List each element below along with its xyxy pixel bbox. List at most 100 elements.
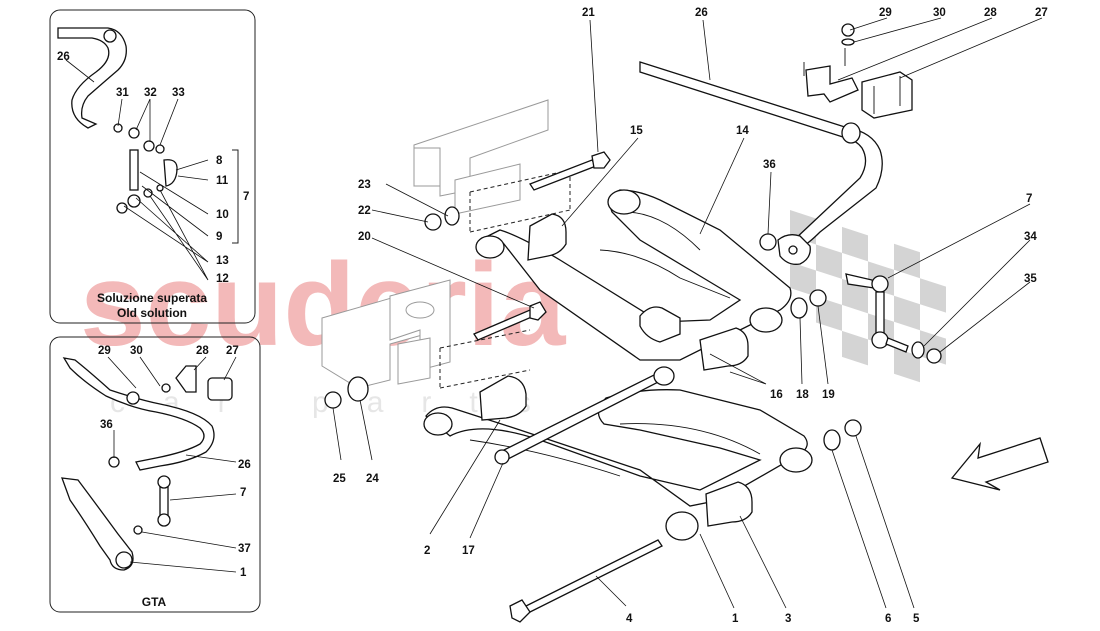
inset-old-solution: 26 31 32 33 8 11 7 10 9 13 12 Soluzione … xyxy=(49,9,256,324)
drop-link-stud-bottom xyxy=(885,337,909,353)
old-label-7: 7 xyxy=(243,191,249,203)
label-3: 3 xyxy=(785,613,791,625)
gta-label-29: 29 xyxy=(98,345,111,357)
old-nut-small xyxy=(155,144,165,154)
inset-gta: 29 30 28 27 36 26 7 37 1 GTA xyxy=(49,336,261,613)
anti-roll-bar-bush xyxy=(841,122,861,144)
top-nut xyxy=(841,23,855,37)
old-bar-end xyxy=(103,29,117,43)
tie-rod-end xyxy=(653,366,675,386)
bolt-4-head xyxy=(509,599,531,623)
label-35: 35 xyxy=(1024,273,1037,285)
label-5: 5 xyxy=(913,613,920,625)
washer-34 xyxy=(911,341,925,359)
label-15: 15 xyxy=(630,125,643,137)
gta-wishbone xyxy=(61,477,134,571)
washer-23 xyxy=(444,206,460,226)
upper-bush-mid xyxy=(639,306,681,343)
upper-bush-15 xyxy=(527,213,567,261)
old-bush xyxy=(128,127,140,139)
upper-wishbone xyxy=(479,189,792,361)
label-7: 7 xyxy=(1026,193,1032,205)
nut-19 xyxy=(809,289,827,307)
label-17: 17 xyxy=(462,545,475,557)
bolt-20-head xyxy=(529,301,547,321)
upper-wishbone-front-eye xyxy=(607,189,641,215)
bar-rubber-bush xyxy=(861,71,913,119)
lower-wishbone-rear-eye xyxy=(779,447,813,473)
gta-label-28: 28 xyxy=(196,345,209,357)
washer-18 xyxy=(790,297,808,319)
inset-gta-frame xyxy=(49,336,261,613)
washer-24 xyxy=(347,376,369,402)
label-20: 20 xyxy=(358,231,371,243)
label-22: 22 xyxy=(358,205,371,217)
old-label-33: 33 xyxy=(172,87,185,99)
upper-mount-dashes xyxy=(469,169,571,233)
top-washer xyxy=(841,38,855,46)
anti-roll-bar-eye-hole xyxy=(788,245,798,255)
bolt-21-shank xyxy=(529,159,597,191)
label-30: 30 xyxy=(933,7,946,19)
upper-wishbone-inner-eye xyxy=(475,235,505,259)
bar-clamp-bracket xyxy=(805,65,859,103)
chassis-plate xyxy=(397,337,431,385)
label-19: 19 xyxy=(822,389,835,401)
gta-label-37: 37 xyxy=(238,543,251,555)
gta-label-1: 1 xyxy=(240,567,247,579)
nut-35 xyxy=(926,348,942,364)
old-anti-roll-bar xyxy=(57,27,127,129)
main-leader-lines xyxy=(332,17,1043,609)
old-link-rod xyxy=(129,149,139,191)
lower-bush-3 xyxy=(705,481,753,527)
gta-anti-roll-bar xyxy=(62,357,215,471)
old-lower-washer xyxy=(116,202,128,214)
old-label-8: 8 xyxy=(216,155,223,167)
gta-caption: GTA xyxy=(142,595,167,609)
washer-6 xyxy=(823,429,841,451)
gta-link-bottom xyxy=(157,513,171,527)
label-36: 36 xyxy=(763,159,776,171)
label-1: 1 xyxy=(732,613,739,625)
bush-detail xyxy=(873,76,901,114)
label-26: 26 xyxy=(695,7,708,19)
gta-bar-bush xyxy=(126,391,140,405)
label-29: 29 xyxy=(879,7,892,19)
label-25: 25 xyxy=(333,473,346,485)
nut-36 xyxy=(759,233,777,251)
gta-wishbone-eye xyxy=(115,551,133,569)
label-34: 34 xyxy=(1024,231,1037,243)
gta-bracket xyxy=(175,365,197,393)
lower-wishbone-inner-eye xyxy=(423,412,453,436)
upper-wishbone-rear-eye xyxy=(749,307,783,333)
gta-label-27: 27 xyxy=(226,345,239,357)
chassis-hole xyxy=(405,301,435,319)
old-nut xyxy=(143,140,155,152)
old-leader-lines xyxy=(65,59,209,281)
old-lower-bush xyxy=(127,194,141,208)
nut-22 xyxy=(424,213,442,231)
gta-link-top xyxy=(157,475,171,489)
drop-link-rod xyxy=(875,291,885,335)
label-24: 24 xyxy=(366,473,379,485)
old-lower-nut-small xyxy=(156,184,164,192)
nut-5 xyxy=(844,419,862,437)
label-16: 16 xyxy=(770,389,783,401)
label-4: 4 xyxy=(626,613,633,625)
lower-wishbone-front-eye xyxy=(665,511,699,541)
old-label-9: 9 xyxy=(216,231,222,243)
old-lower-nut xyxy=(143,188,153,198)
tie-rod-nut xyxy=(494,449,510,465)
old-caption-en: Old solution xyxy=(117,306,187,320)
gta-label-7: 7 xyxy=(240,487,246,499)
old-label-13: 13 xyxy=(216,255,229,267)
nut-25 xyxy=(324,391,342,409)
label-6: 6 xyxy=(885,613,891,625)
label-2: 2 xyxy=(424,545,430,557)
old-label-11: 11 xyxy=(216,175,229,187)
inset-old-frame xyxy=(49,9,256,324)
gta-leader-lines xyxy=(107,356,237,573)
direction-arrow-icon xyxy=(950,437,1049,491)
old-label-32: 32 xyxy=(144,87,157,99)
